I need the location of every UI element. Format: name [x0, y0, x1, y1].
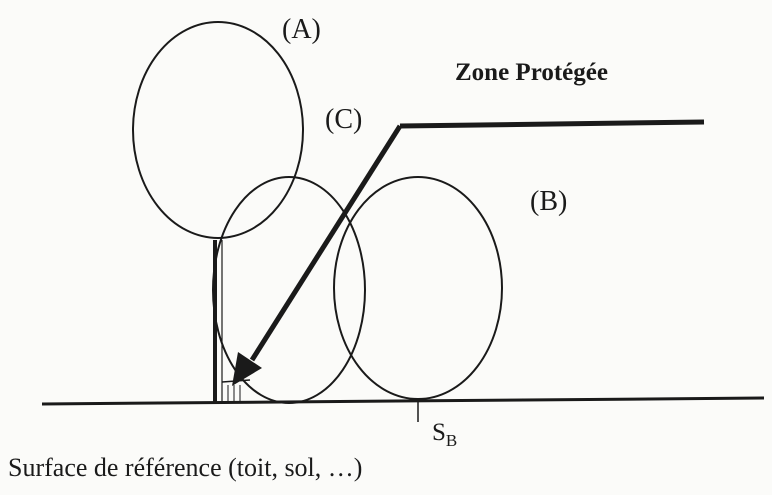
label-a: (A)	[282, 14, 321, 45]
arrow-tail-line	[221, 379, 251, 383]
label-c: (C)	[325, 104, 362, 135]
label-sb-main: S	[432, 419, 446, 446]
reference-surface-line	[41, 396, 765, 406]
label-b: (B)	[530, 186, 567, 217]
zone-title: Zone Protégée	[455, 59, 608, 86]
ellipse-b	[333, 176, 503, 400]
ellipse-a	[132, 21, 304, 239]
protected-zone-top-line	[399, 119, 705, 129]
arrow-head-icon	[232, 352, 262, 386]
reference-surface-caption: Surface de référence (toit, sol, …)	[8, 453, 362, 482]
protected-zone-diagonal-arrow	[249, 124, 403, 362]
label-sb: SB	[432, 419, 457, 450]
label-sb-sub: B	[446, 431, 457, 450]
